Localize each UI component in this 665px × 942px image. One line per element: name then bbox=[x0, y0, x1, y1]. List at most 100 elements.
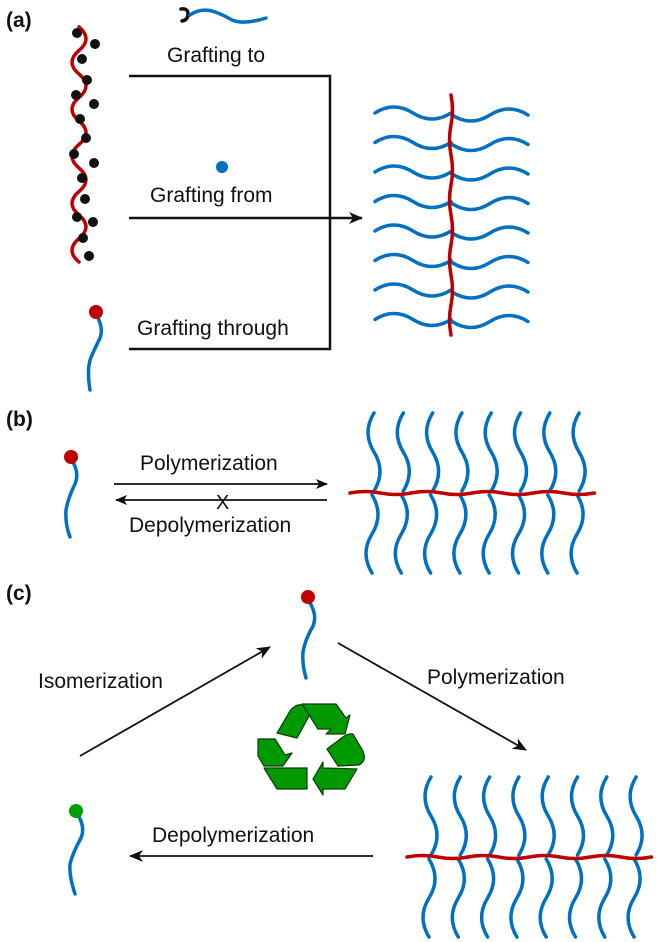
side-chain bbox=[481, 775, 498, 857]
reverse-blocked-mark: X bbox=[216, 492, 229, 514]
side-chain bbox=[373, 134, 453, 151]
initiator-dot bbox=[89, 99, 99, 109]
initiator-dot bbox=[80, 194, 90, 204]
isomer-monomer bbox=[68, 804, 85, 896]
side-chain bbox=[567, 857, 584, 939]
initiator-dot bbox=[75, 114, 85, 124]
side-chain bbox=[450, 166, 530, 182]
side-chain bbox=[393, 493, 410, 575]
initiator-dot bbox=[69, 149, 79, 159]
side-chain bbox=[540, 493, 556, 575]
grafting-from-label: Grafting from bbox=[150, 184, 273, 207]
backbone-chain bbox=[405, 853, 654, 861]
side-chain bbox=[510, 493, 527, 575]
side-chain bbox=[569, 493, 585, 575]
polymerizable-end bbox=[64, 450, 78, 464]
side-chain bbox=[373, 223, 453, 239]
side-chain bbox=[450, 195, 530, 212]
side-chain bbox=[626, 857, 642, 939]
side-chain bbox=[511, 775, 527, 857]
panel-a: (a) Grafting to Grafting from Grafting t… bbox=[6, 7, 530, 392]
initiator-sites bbox=[69, 28, 100, 261]
side-chain bbox=[483, 411, 499, 493]
side-chain bbox=[450, 254, 530, 271]
isomer-end bbox=[69, 804, 83, 818]
side-chain bbox=[422, 493, 439, 575]
side-chain bbox=[509, 857, 525, 939]
side-chain bbox=[571, 411, 587, 493]
grafting-to-reagent bbox=[179, 7, 268, 24]
monomer-dot bbox=[216, 161, 228, 173]
initiator-dot bbox=[84, 251, 94, 261]
side-chain bbox=[450, 284, 530, 300]
initiator-dot bbox=[71, 90, 81, 100]
initiator-backbone bbox=[69, 25, 100, 264]
side-chain bbox=[599, 775, 615, 857]
side-chain bbox=[373, 252, 453, 269]
bottlebrush-product-a bbox=[373, 93, 530, 337]
side-chain bbox=[542, 411, 558, 493]
side-chain bbox=[373, 105, 453, 121]
panel-b: (b) Polymerization X Depolymerization bbox=[6, 408, 597, 575]
side-chain bbox=[68, 810, 85, 896]
side-chain bbox=[450, 857, 467, 939]
side-chain bbox=[450, 313, 530, 330]
side-chain bbox=[373, 164, 453, 180]
side-chain bbox=[452, 493, 468, 575]
side-chain bbox=[64, 457, 79, 539]
side-chain bbox=[366, 411, 382, 493]
polymerization-label-c: Polymerization bbox=[427, 666, 565, 689]
initiator-dot bbox=[82, 75, 92, 85]
side-chain bbox=[512, 411, 529, 493]
side-chain bbox=[452, 775, 469, 857]
reactive-end-icon bbox=[179, 7, 190, 23]
polymerizable-end bbox=[301, 590, 315, 604]
backbone-chain bbox=[447, 93, 455, 337]
panel-c: (c) Isomerization Polymerization Depolym… bbox=[6, 582, 654, 939]
side-chain bbox=[481, 493, 497, 575]
initiator-dot bbox=[81, 133, 91, 143]
side-chain bbox=[373, 311, 453, 328]
side-chain bbox=[450, 225, 530, 241]
initiator-dot bbox=[72, 28, 82, 38]
isomerization-label: Isomerization bbox=[38, 670, 163, 693]
macromonomer bbox=[301, 590, 317, 680]
side-chain bbox=[423, 775, 439, 857]
depolymerization-label-c: Depolymerization bbox=[152, 824, 314, 847]
panel-label-c: (c) bbox=[6, 582, 32, 605]
initiator-dot bbox=[78, 233, 88, 243]
side-chain bbox=[364, 493, 380, 575]
side-chain bbox=[450, 107, 530, 123]
side-chain bbox=[628, 775, 644, 857]
side-chain bbox=[395, 411, 412, 493]
side-chain bbox=[421, 857, 437, 939]
initiator-dot bbox=[90, 39, 100, 49]
backbone-chain bbox=[348, 489, 597, 497]
initiator-dot bbox=[88, 217, 98, 227]
polymerization-arrow bbox=[337, 642, 527, 751]
panel-label-a: (a) bbox=[6, 9, 32, 32]
polymerizable-end bbox=[89, 305, 103, 319]
recycle-icon bbox=[257, 703, 365, 796]
initiator-dot bbox=[89, 158, 99, 168]
macromonomer bbox=[64, 450, 79, 539]
side-chain bbox=[597, 857, 613, 939]
grafting-through-label: Grafting through bbox=[137, 317, 289, 340]
side-chain bbox=[479, 857, 496, 939]
side-chain bbox=[301, 598, 317, 680]
route-connectors bbox=[129, 74, 363, 351]
side-chain bbox=[538, 857, 554, 939]
panel-label-b: (b) bbox=[6, 408, 33, 431]
side-chain bbox=[373, 193, 453, 210]
side-chain bbox=[188, 8, 268, 24]
side-chain bbox=[569, 775, 586, 857]
initiator-dot bbox=[77, 54, 87, 64]
route-bracket bbox=[129, 74, 332, 351]
backbone-chain bbox=[70, 25, 88, 264]
side-chain bbox=[454, 411, 470, 493]
side-chain bbox=[86, 312, 104, 392]
bottlebrush-product-b bbox=[348, 411, 597, 575]
side-chain bbox=[450, 136, 530, 153]
depolymerization-label: Depolymerization bbox=[129, 514, 291, 537]
